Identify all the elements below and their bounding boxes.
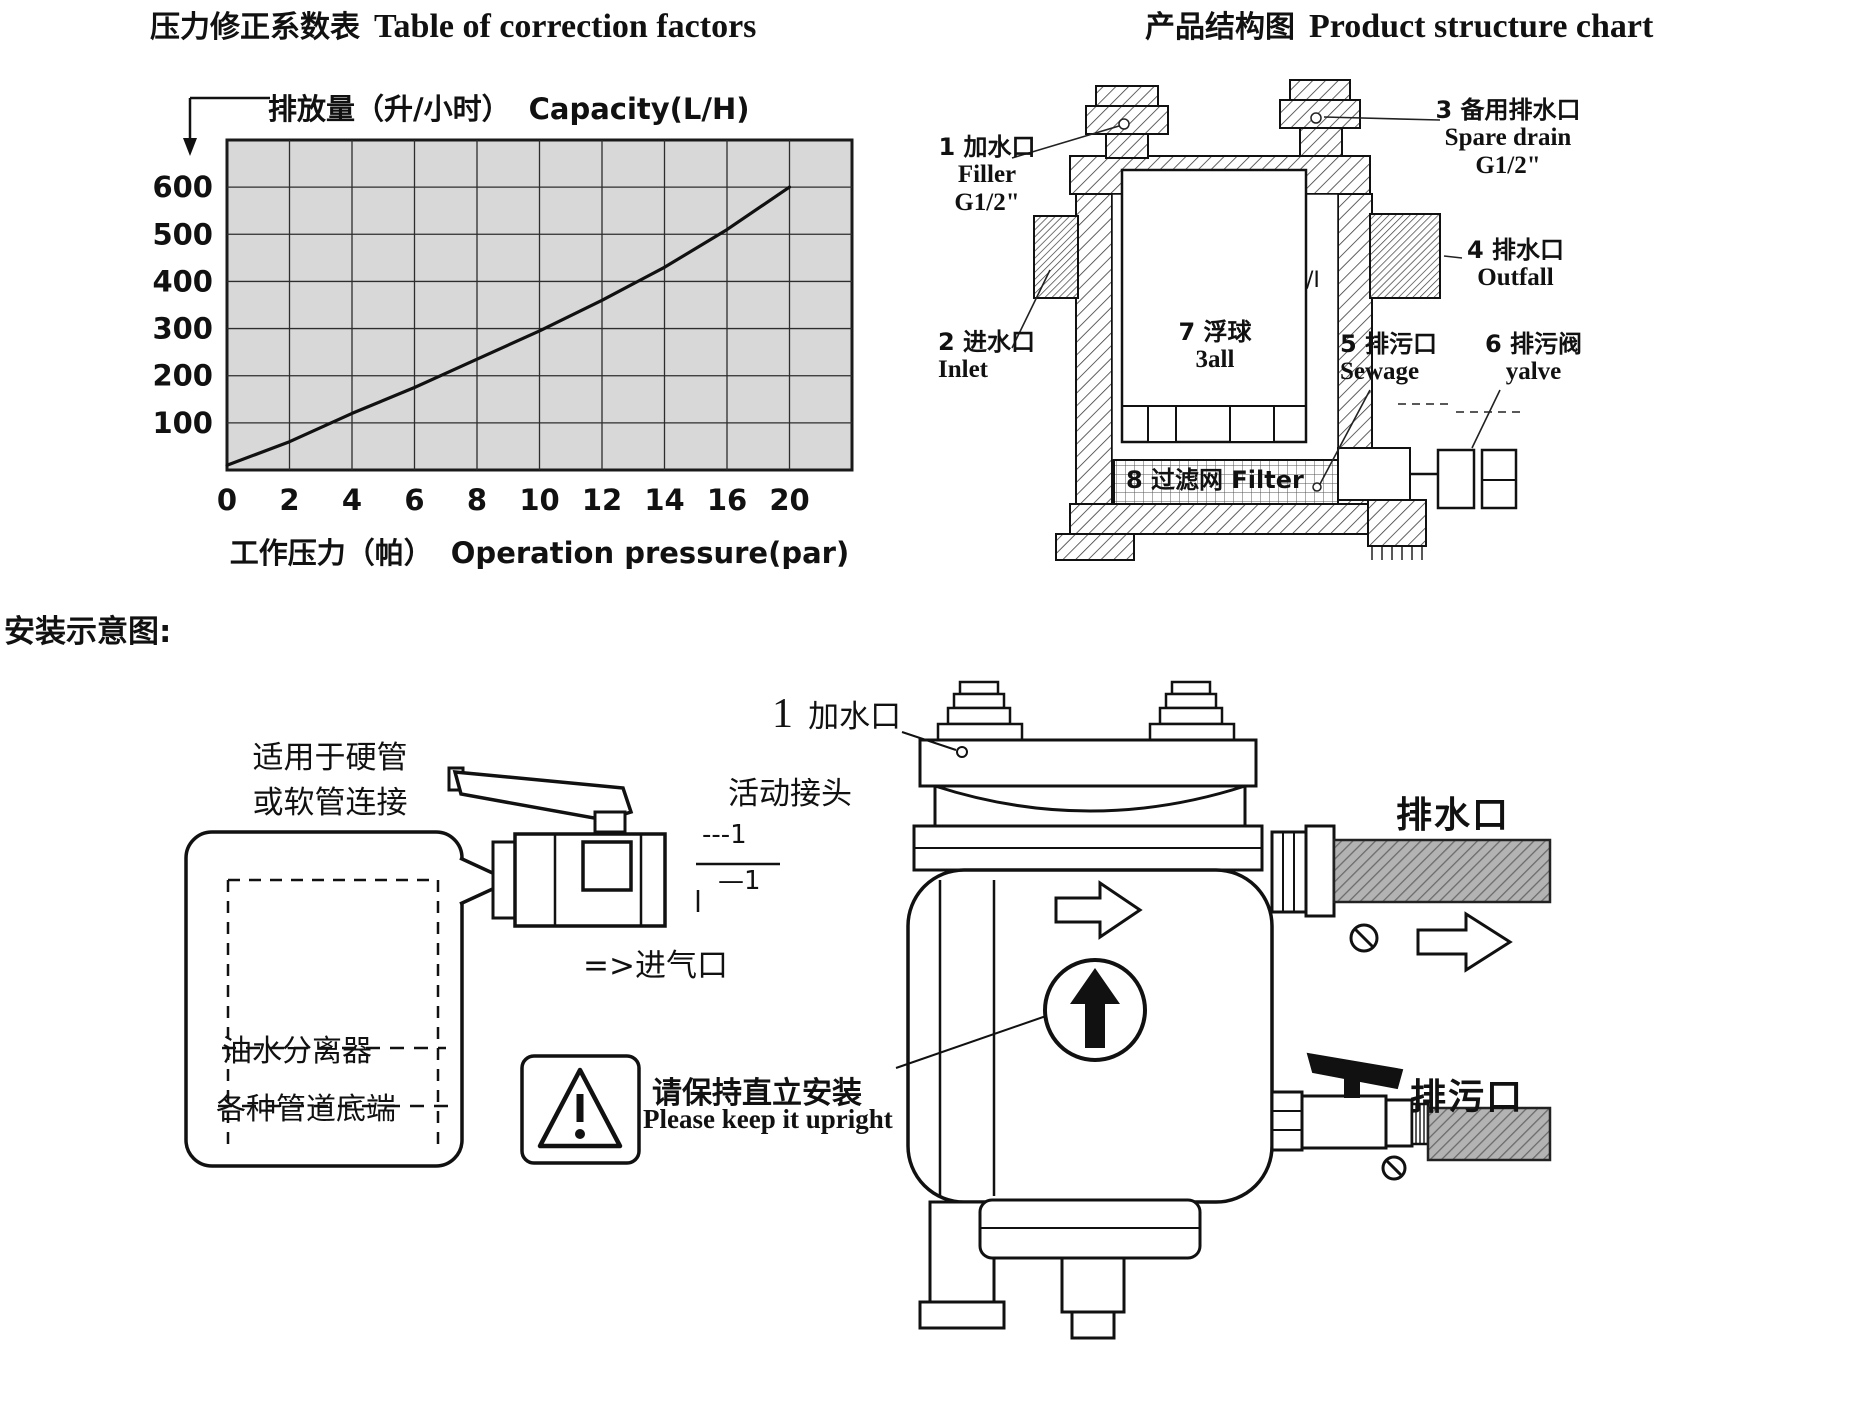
install-filler-text: 加水口: [808, 699, 902, 735]
separator-cross-section: [1033, 79, 1518, 561]
union-mark-2: —1: [718, 866, 761, 896]
svg-text:2: 2: [279, 483, 299, 517]
structure-label-float-en: 3all: [1195, 346, 1235, 373]
air-inlet-label: =>进气口: [583, 948, 728, 984]
svg-text:20: 20: [769, 483, 809, 517]
x-axis-title-zh: 工作压力（帕）: [229, 536, 433, 570]
pipe-note-line1: 适用于硬管: [252, 740, 408, 776]
structure-label-sewage-en: Sewage: [1340, 358, 1420, 385]
structure-label-filler-en: Filler: [957, 161, 1017, 188]
union-mark-1: ---1: [702, 820, 747, 850]
svg-text:100: 100: [152, 406, 213, 440]
installed-separator-drawing: [895, 680, 1552, 1340]
structure-label-outfall-zh: 4 排水口: [1466, 236, 1565, 264]
union-mark-lines: [696, 862, 780, 912]
structure-label-sewage: 5 排污口 Sewage: [1340, 330, 1455, 386]
installation-heading: 安装示意图:: [4, 614, 172, 650]
svg-text:400: 400: [152, 264, 213, 298]
structure-label-inlet-zh: 2 进水口: [938, 328, 1036, 356]
union-label: 活动接头: [728, 776, 852, 812]
product-structure-drawing: [1011, 79, 1524, 561]
structure-stray-mark: /I: [1306, 268, 1320, 293]
upright-note-en: Please keep it upright: [643, 1104, 893, 1134]
correction-chart-title-zh: 压力修正系数表: [150, 10, 360, 45]
x-axis-title: 工作压力（帕） Operation pressure(par): [227, 530, 852, 572]
y-axis-title-zh: 排放量（升/小时）: [268, 92, 511, 126]
structure-label-filler-size: G1/2": [954, 189, 1020, 216]
structure-label-sewage-zh: 5 排污口: [1340, 330, 1438, 358]
correction-chart-title-en: Table of correction factors: [374, 8, 757, 45]
bubble-dashed-pipes: [218, 878, 452, 1146]
structure-label-spare-drain: 3 备用排水口 Spare drain G1/2": [1418, 96, 1598, 180]
structure-label-filler: 1 加水口 Filler G1/2": [928, 133, 1046, 217]
pipe-note-line2: 或软管连接: [252, 785, 408, 821]
upright-note-zh: 请保持直立安装: [652, 1076, 862, 1111]
structure-label-inlet-en: Inlet: [938, 356, 988, 383]
svg-text:8: 8: [467, 483, 487, 517]
svg-text:4: 4: [342, 483, 362, 517]
capacity-axis-arrow-icon: [183, 96, 270, 156]
svg-text:300: 300: [152, 312, 213, 346]
install-outfall-label: 排水口: [1396, 795, 1511, 836]
structure-label-outfall-en: Outfall: [1477, 264, 1554, 291]
svg-text:600: 600: [152, 170, 213, 204]
structure-chart-title-zh: 产品结构图: [1145, 10, 1295, 45]
ball-valve-shapes: [447, 766, 667, 928]
structure-label-valve-en: yalve: [1505, 358, 1562, 385]
structure-label-filter: 8 过滤网 Filter: [1126, 466, 1304, 494]
pipe-connection-note: 适用于硬管 或软管连接: [240, 736, 420, 826]
x-axis-title-en: Operation pressure(par): [450, 536, 850, 570]
svg-text:0: 0: [217, 483, 237, 517]
svg-text:12: 12: [582, 483, 622, 517]
structure-label-float: 7 浮球 3all: [1150, 318, 1280, 374]
svg-text:500: 500: [152, 217, 213, 251]
structure-label-outfall: 4 排水口 Outfall: [1448, 236, 1583, 292]
structure-label-spare-drain-zh: 3 备用排水口: [1435, 96, 1581, 124]
install-filler-label: 1 加水口: [772, 690, 901, 738]
correction-factor-chart: 100 200 300 400 500 600 0 2 4 6 8 10 12 14 16 20: [152, 138, 854, 517]
structure-label-valve-zh: 6 排污阀: [1484, 330, 1583, 358]
install-sewage-label: 排污口: [1410, 1077, 1525, 1118]
structure-label-spare-drain-size: G1/2": [1475, 152, 1541, 179]
y-axis-title: 排放量（升/小时） Capacity(L/H): [268, 86, 750, 128]
correction-chart-title: 压力修正系数表 Table of correction factors: [150, 2, 756, 46]
structure-label-filler-zh: 1 加水口: [938, 133, 1036, 161]
install-filler-number: 1: [772, 691, 793, 737]
structure-label-float-zh: 7 浮球: [1178, 318, 1252, 346]
separator-main-body: [895, 680, 1552, 1340]
svg-text:14: 14: [644, 483, 684, 517]
y-axis-title-en: Capacity(L/H): [528, 92, 750, 126]
svg-text:10: 10: [519, 483, 559, 517]
structure-chart-title: 产品结构图 Product structure chart: [1145, 2, 1653, 46]
warning-triangle-icon: [520, 1054, 641, 1165]
structure-label-spare-drain-en: Spare drain: [1444, 124, 1572, 151]
structure-label-valve: 6 排污阀 yalve: [1476, 330, 1591, 386]
svg-text:16: 16: [707, 483, 747, 517]
structure-label-inlet: 2 进水口 Inlet: [938, 328, 1048, 384]
bubble-text-separator: 油水分离器: [222, 1034, 372, 1069]
callout-bubble-drawing: [184, 830, 515, 1168]
bubble-text-pipe-ends: 各种管道底端: [216, 1092, 396, 1127]
structure-leader-lines: [1011, 112, 1524, 492]
svg-text:200: 200: [152, 359, 213, 393]
ball-valve-drawing: [447, 766, 667, 928]
structure-chart-title-en: Product structure chart: [1309, 8, 1654, 45]
svg-text:6: 6: [404, 483, 424, 517]
